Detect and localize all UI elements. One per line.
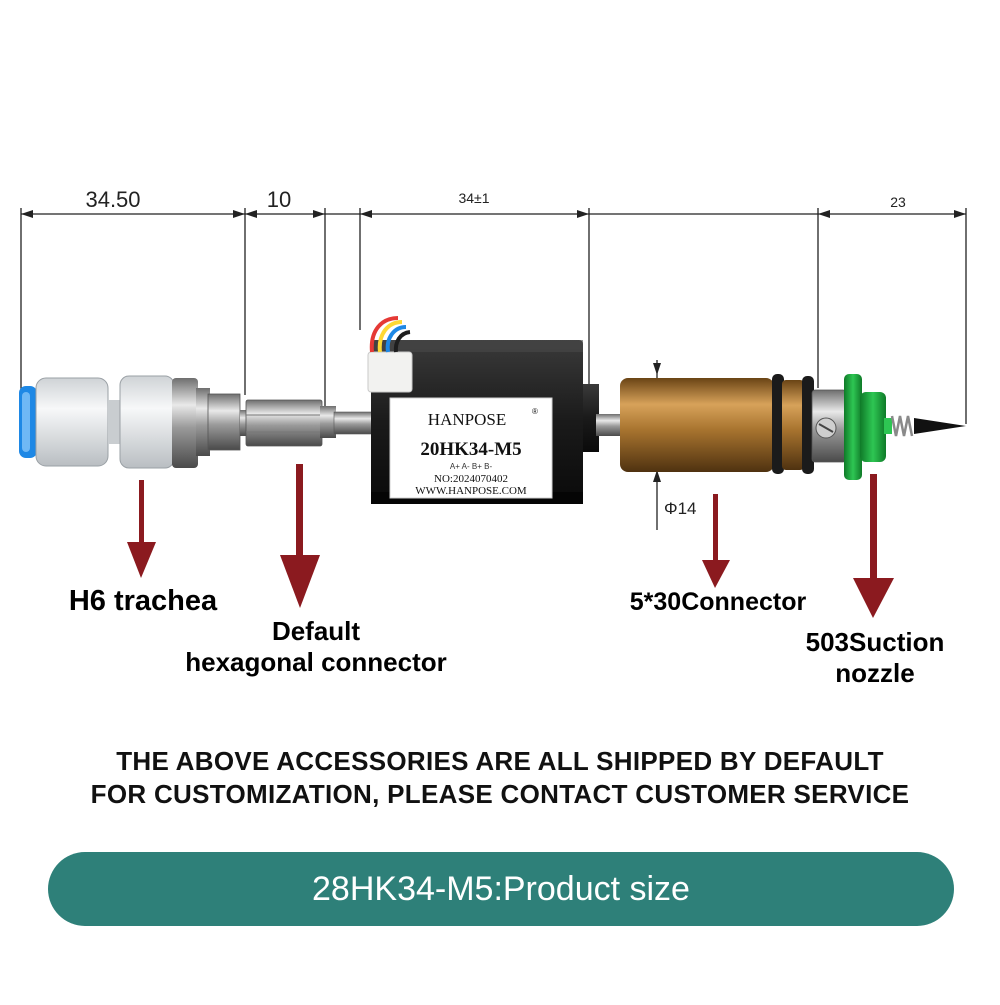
hex-connector-line1: Default xyxy=(271,616,361,646)
dimension-labels: 34.50 10 34±1 23 Φ14 xyxy=(85,187,906,518)
stepper-motor: HANPOSE ® 20HK34-M5 A+ A- B+ B- NO:20240… xyxy=(367,316,583,504)
dim-label-4: 23 xyxy=(890,194,906,210)
dim-label-2: 10 xyxy=(267,187,291,212)
nozzle-line1: 503Suction xyxy=(805,627,945,657)
motor-model: 20HK34-M5 xyxy=(420,439,521,460)
arrow-connector-shaft xyxy=(713,494,718,562)
trachea-label: H6 trachea xyxy=(68,585,218,617)
trachea-callout: H6 trachea xyxy=(40,586,246,617)
arrow-nozzle-shaft xyxy=(870,474,877,582)
arrow-hex-shaft xyxy=(296,464,303,558)
hex-connector-callout: Default hexagonal connector xyxy=(160,616,472,678)
arrow-trachea-shaft xyxy=(139,480,144,544)
product-size-banner: 28HK34-M5:Product size xyxy=(48,852,954,926)
banner-text: 28HK34-M5:Product size xyxy=(312,869,690,908)
nozzle-line2: nozzle xyxy=(835,658,915,688)
notice-line-2: FOR CUSTOMIZATION, PLEASE CONTACT CUSTOM… xyxy=(90,779,910,809)
arrow-hex-head xyxy=(280,555,320,608)
hexagonal-connector xyxy=(240,399,375,447)
notice-line-1: THE ABOVE ACCESSORIES ARE ALL SHIPPED BY… xyxy=(116,746,884,776)
dimension-arrowheads xyxy=(21,210,966,482)
nozzle-callout: 503Suction nozzle xyxy=(782,627,968,689)
motor-brand: HANPOSE xyxy=(428,410,506,429)
connector-callout: 5*30Connector xyxy=(606,587,830,618)
diameter-label: Φ14 xyxy=(664,499,696,518)
arrow-connector-head xyxy=(702,560,730,588)
dim-label-1: 34.50 xyxy=(85,187,140,212)
motor-serial: NO:2024070402 xyxy=(434,473,508,485)
hex-connector-line2: hexagonal connector xyxy=(185,647,447,677)
connector-label: 5*30Connector xyxy=(629,588,807,616)
suction-nozzle-503 xyxy=(844,374,966,480)
dim-label-3: 34±1 xyxy=(458,190,489,206)
svg-text:®: ® xyxy=(532,407,538,416)
arrow-nozzle-head xyxy=(853,578,894,618)
arrow-trachea-head xyxy=(127,542,156,578)
h6-trachea-fitting xyxy=(19,375,241,469)
motor-website: WWW.HANPOSE.COM xyxy=(415,485,527,497)
callout-arrows xyxy=(127,464,894,618)
connector-5x30 xyxy=(583,374,847,474)
motor-pins: A+ A- B+ B- xyxy=(450,462,493,471)
